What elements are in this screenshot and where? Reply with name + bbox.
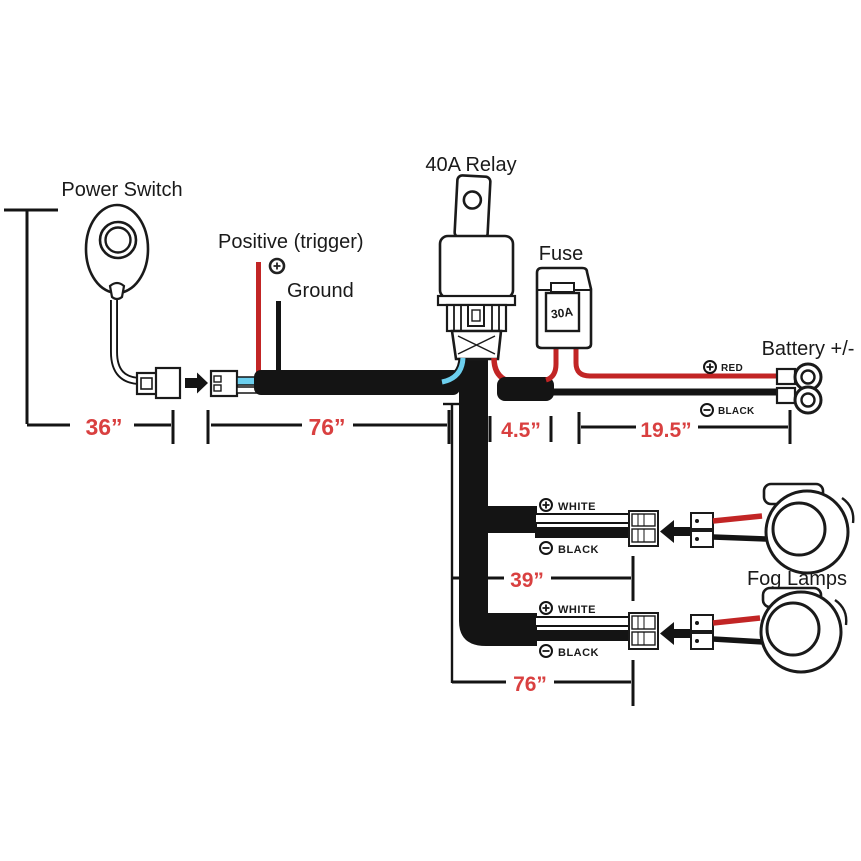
lamp2-branch-sleeve bbox=[459, 596, 537, 646]
power-switch: Power Switch bbox=[61, 179, 183, 385]
lamp-connector-pin bbox=[695, 519, 699, 523]
relay-label: 40A Relay bbox=[425, 154, 516, 176]
lamp-bracket-fold bbox=[841, 497, 855, 524]
white-wire-label: WHITE bbox=[558, 501, 596, 513]
white-lead-wire bbox=[534, 616, 634, 627]
fog-lamp-branch-1: WHITE BLACK bbox=[534, 482, 855, 575]
lamp-black-wire bbox=[712, 636, 765, 645]
positive-ring-hole bbox=[800, 369, 816, 385]
lamp-bracket-fold bbox=[834, 599, 848, 626]
black-wire-label: BLACK bbox=[558, 544, 599, 556]
positive-trigger-wire bbox=[256, 262, 261, 372]
black-lead-wire bbox=[535, 630, 633, 641]
negative-ring-hole bbox=[800, 392, 816, 408]
lamp-connector-pin bbox=[695, 621, 699, 625]
switch-button bbox=[104, 226, 132, 254]
fog-lamps-label: Fog Lamps bbox=[747, 568, 847, 590]
relay-mount-tab bbox=[453, 174, 492, 240]
relay-mount-hole bbox=[462, 190, 483, 210]
white-lead-wire bbox=[534, 513, 634, 524]
main-harness-sleeve bbox=[254, 370, 460, 395]
fuse-lead-in bbox=[545, 348, 559, 383]
relay-terminal-ribs bbox=[453, 306, 500, 330]
harness-plug-slot-bottom bbox=[213, 384, 222, 392]
dimension-row-top: 36” 76” 4.5” 19.5” bbox=[27, 410, 792, 444]
fog-lamp-lens bbox=[771, 501, 827, 557]
switch-plug-housing bbox=[154, 366, 182, 400]
battery-black-wire-label: BLACK bbox=[718, 406, 755, 417]
dimension-lamp-leads: 39” 76” bbox=[443, 402, 635, 706]
connect-arrow-left-icon bbox=[660, 622, 690, 645]
splice-sleeve bbox=[497, 377, 554, 401]
dim76-label: 76” bbox=[308, 414, 345, 440]
dim195-label: 19.5” bbox=[640, 419, 691, 442]
terminal-ribs bbox=[637, 514, 645, 542]
plus-icon-cross bbox=[273, 262, 281, 270]
lamp-red-wire bbox=[712, 513, 763, 524]
positive-ferrule bbox=[775, 367, 797, 386]
lamp-connector-pin bbox=[695, 639, 699, 643]
relay-base-band bbox=[436, 294, 517, 307]
harness-plug-housing bbox=[209, 369, 239, 398]
negative-ferrule bbox=[775, 386, 797, 405]
lamp-black-wire bbox=[712, 534, 767, 542]
switch-strain-relief bbox=[108, 281, 126, 301]
plus-icon-cross bbox=[542, 501, 550, 509]
connect-arrow-left-icon bbox=[660, 520, 690, 543]
dim76b-label: 76” bbox=[513, 673, 547, 696]
plus-icon-cross bbox=[706, 363, 714, 371]
fog-lamp-branch-2: WHITE BLACK bbox=[534, 586, 848, 674]
relay-clip-window bbox=[471, 309, 481, 322]
lamp-connector-pin bbox=[695, 537, 699, 541]
relay: 40A Relay bbox=[425, 154, 517, 387]
fuse-window bbox=[544, 291, 581, 333]
trigger-and-ground: Positive (trigger) Ground bbox=[218, 231, 364, 372]
battery-label: Battery +/- bbox=[762, 338, 855, 360]
black-wire-label: BLACK bbox=[558, 647, 599, 659]
harness bbox=[254, 356, 537, 646]
switch-cord bbox=[111, 300, 142, 384]
positive-trigger-label: Positive (trigger) bbox=[218, 231, 364, 253]
ground-label: Ground bbox=[287, 280, 354, 302]
fog-lamp-lens bbox=[765, 601, 821, 657]
battery-positive-wire bbox=[573, 348, 778, 379]
lamp-connector-top bbox=[690, 512, 714, 530]
switch-connector-pair bbox=[135, 366, 258, 400]
plus-icon-cross bbox=[542, 604, 550, 612]
relay-socket-wires bbox=[457, 335, 496, 355]
dim36-label: 36” bbox=[85, 414, 122, 440]
relay-body bbox=[438, 234, 515, 300]
black-lead-wire bbox=[535, 527, 633, 538]
white-wire-label: WHITE bbox=[558, 604, 596, 616]
relay-blue-wire bbox=[441, 357, 466, 385]
fuse-label: Fuse bbox=[539, 243, 583, 265]
dim39-label: 39” bbox=[510, 569, 544, 592]
ground-wire bbox=[276, 301, 281, 372]
battery: Battery +/- RED BLACK bbox=[700, 338, 855, 417]
lamp-connector-top bbox=[690, 614, 714, 632]
battery-red-wire-label: RED bbox=[721, 363, 743, 374]
trunk-sleeve bbox=[459, 356, 488, 608]
terminal-ribs bbox=[637, 616, 645, 645]
lamp1-branch-sleeve bbox=[480, 506, 537, 533]
power-switch-label: Power Switch bbox=[61, 179, 182, 201]
dim45-label: 4.5” bbox=[501, 419, 541, 442]
fuse-rating-label: 30A bbox=[550, 304, 574, 321]
fuse-cap-tab bbox=[550, 282, 575, 293]
connect-arrow-right-icon bbox=[185, 372, 208, 394]
switch-plug-pin bbox=[140, 377, 153, 390]
lamp-red-wire bbox=[712, 615, 761, 626]
fuse-and-battery-feed: Fuse 30A bbox=[497, 243, 778, 401]
lamp-connector-bottom bbox=[690, 530, 714, 548]
lamp-connector-bottom bbox=[690, 632, 714, 650]
left-dimension-bracket bbox=[4, 208, 58, 424]
harness-plug-slot-top bbox=[213, 375, 222, 383]
